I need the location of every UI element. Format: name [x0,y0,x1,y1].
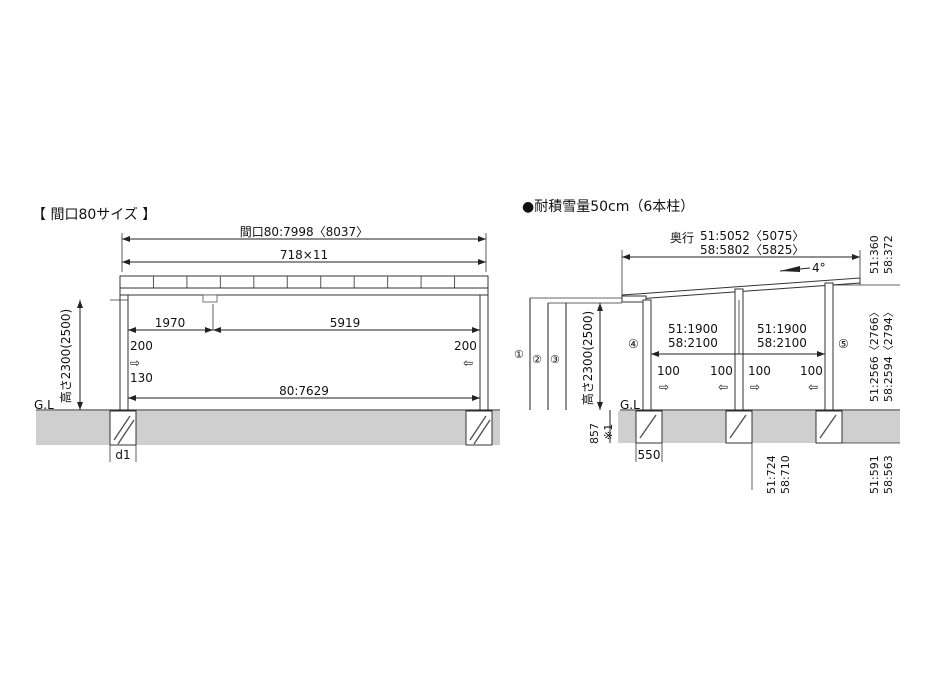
side-arrow-4: ⇦ [808,380,818,394]
side-post-1 [642,299,652,411]
side-arrow-1: ⇨ [659,380,669,394]
side-mark-3: ③ [550,353,560,366]
front-height: 高さ2300(2500) [58,309,73,403]
side-bottom-51b: 51:591 [868,455,881,494]
side-footing-1 [635,410,663,444]
side-top-58: 58:372 [882,235,895,274]
front-title: 【 間口80サイズ 】 [32,207,156,223]
front-post-left [119,294,129,411]
side-bay2-58: 58:2100 [757,336,807,350]
side-arrow-2: ⇦ [718,380,728,394]
front-span-right: 5919 [330,316,361,330]
side-offset-4: 100 [800,364,823,378]
front-roof [119,275,489,303]
side-depth-58: 58:5802〈5825〉 [700,243,804,257]
side-top-51: 51:360 [868,235,881,274]
side-right-h-58: 58:2594〈2794〉 [882,306,895,402]
side-depth-51: 51:5052〈5075〉 [700,229,804,243]
side-gl: G.L [620,398,640,412]
front-d1: d1 [115,448,130,462]
side-bottom-51a: 51:724 [765,455,778,494]
side-depth-857: 857 [588,423,601,444]
side-arrow-3: ⇨ [750,380,760,394]
front-arrow-left: ⇨ [130,356,140,370]
side-offset-3: 100 [748,364,771,378]
side-foot-550: 550 [638,448,661,462]
side-bay1-58: 58:2100 [668,336,718,350]
side-offset-2: 100 [710,364,733,378]
front-pitch: 718×11 [280,248,328,262]
side-title: ●耐積雪量50cm（6本柱） [522,199,694,215]
front-offset-130: 130 [130,371,153,385]
side-bay1-51: 51:1900 [668,322,718,336]
side-right-h-51: 51:2566〈2766〉 [868,306,881,402]
side-bottom-58a: 58:710 [779,455,792,494]
front-offset-right: 200 [454,339,477,353]
side-ground [618,411,900,443]
side-mark-2: ② [532,353,542,366]
side-mark-4: ④ [628,337,639,351]
side-bay2-51: 51:1900 [757,322,807,336]
front-gl: G.L [34,398,54,412]
side-bottom-58b: 58:563 [882,455,895,494]
front-total-width: 間口80:7998〈8037〉 [240,225,368,239]
front-view: 【 間口80サイズ 】 間口80:7998〈8037〉 718×11 [32,207,500,462]
side-post-3 [824,282,834,411]
side-mark-5: ⑤ [838,337,849,351]
front-arrow-right: ⇦ [463,356,473,370]
side-note-1: ※1 [602,424,615,440]
side-height: 高さ2300(2500) [580,311,595,405]
side-footing-2 [725,410,753,444]
side-view: ●耐積雪量50cm（6本柱） 奥行 51:5052〈5075〉 58:5802〈… [514,199,900,494]
front-span-left: 1970 [155,316,186,330]
front-ground [36,411,500,445]
side-slope: 4° [812,261,826,275]
side-footing-3 [815,410,843,444]
side-offset-1: 100 [657,364,680,378]
side-mark-1: ① [514,348,524,361]
front-inner-span: 80:7629 [279,384,329,398]
side-depth-label: 奥行 [670,231,694,245]
front-post-right [479,294,489,411]
front-offset-left: 200 [130,339,153,353]
